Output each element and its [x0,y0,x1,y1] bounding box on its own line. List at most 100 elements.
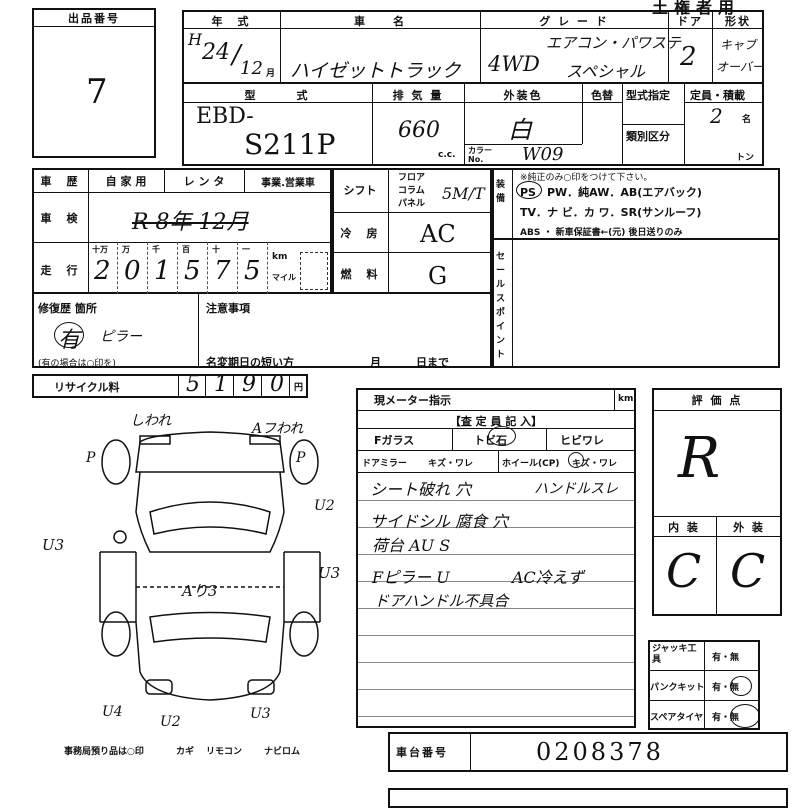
equipment-line2: TV．ナ ビ．カ ワ．SR(サンルーフ) [520,206,702,219]
remark-1: ハンドルスレ [534,481,618,497]
equipment-line3: ABS ・ 新車保証書←(元) 後日送りのみ [520,228,683,238]
divider [464,84,465,166]
history-table [32,168,332,294]
lot-number: 7 [86,72,108,112]
history-rental: レ ン タ [183,175,225,188]
car-rear-window [149,611,271,643]
recycle-digit-cell: 0 [262,372,290,398]
recycle-digit-cell: 1 [206,372,234,398]
interior-score: C [666,544,702,598]
fuel-value: G [428,262,448,290]
diagram-ann-bottom3: U3 [250,706,271,722]
mileage-unit-label: 千 [152,245,160,254]
shift-opt1: フロア [398,173,426,183]
shift-value: 5M/T [442,184,485,203]
inspector-rule [358,662,634,663]
divider [512,168,513,368]
diagram-ann-bottom2: U2 [160,714,181,730]
capacity-label: 定員・積載 [690,89,745,102]
month-unit: 月 [266,69,276,79]
inspector-rule [358,608,634,609]
divider [388,168,389,294]
divider [712,10,713,84]
puncture-circle [730,676,752,696]
inspector-rule [358,554,634,555]
divider [356,450,636,451]
shift-label: シフト [343,184,377,197]
car-windshield [149,501,271,535]
recycle-box [32,374,308,398]
recycle-digit-cell: 5 [178,372,206,398]
lot-box [32,8,156,158]
chassis-box [388,732,788,772]
repair-value2: ピラー [100,329,142,345]
divider [470,732,471,772]
doors-label: ドア [677,15,703,28]
history-label: 車 歴 [40,175,80,188]
model-prefix: EBD- [196,104,254,129]
divider [178,374,179,398]
repair-circle [54,322,84,348]
corner-title: 土権者用 [652,0,741,17]
divider [32,192,332,193]
type-spec-label: 型式指定 [626,89,670,102]
mileage-unit-label: 十万 [92,245,108,254]
remark-6: ドアハンドル不具合 [374,592,509,610]
remark-0: シート破れ 穴 [370,480,472,499]
mileage-digit: 7 [214,256,231,286]
divider [164,168,165,192]
recycle-digit: 1 [214,372,228,397]
ps-circle [516,181,542,199]
remark-4: Fピラー U [372,568,450,587]
month-value: 12 [240,58,263,79]
mileage-digit: 1 [154,256,171,286]
divider [198,294,199,368]
exterior-score: C [730,544,766,598]
mileage-digit: 5 [184,256,201,286]
history-business: 事業.営業車 [261,178,315,189]
divider [498,450,499,472]
divider [614,388,615,410]
recycle-digit: 9 [242,372,256,397]
wheel-front-left [101,439,131,485]
inspector-rule [358,635,634,636]
head-lamp-left [139,435,171,445]
equipment-box [492,168,780,240]
wheel-rear-left [101,611,131,657]
inspection-label: 車 検 [40,212,80,225]
meter-label: 現メーター指示 [374,394,451,407]
remark-3: 荷台 AU S [372,536,451,555]
car-doors [99,551,321,623]
notes-short: 名変期日の短い方 [206,356,294,369]
mileage-digit: 5 [244,256,261,286]
divider [684,102,764,103]
model-code: S211P [244,128,336,161]
remark-5: AC冷えず [512,568,584,587]
mirror-left [113,530,127,544]
grade-label: グ レ ー ド [539,15,609,28]
jack-label: ジャッキ工 具 [652,644,706,665]
diagram-navi: ナビロム [264,747,301,757]
diagram-ann-p2: P [296,450,306,466]
divider [464,144,582,145]
wheel-circle [568,452,584,468]
inspector-rule [358,500,634,501]
diagram-ann-p1: P [86,450,96,466]
divider [332,252,492,253]
recycle-label: リサイクル料 [54,381,120,394]
divider [88,168,89,294]
divider [182,28,764,29]
displacement-unit: c.c. [438,150,456,160]
divider [668,10,669,84]
year-value: 24 [202,40,230,65]
mileage-label: 走 行 [40,264,80,277]
remark-2: サイドシル 腐食 穴 [370,512,509,531]
inspector-box [356,388,636,728]
sale-point-box [492,240,780,368]
mileage-km: km [272,252,288,262]
mileage-unit-label: 一 [242,245,250,254]
divider [652,516,782,517]
mile-checkbox[interactable] [300,252,328,290]
